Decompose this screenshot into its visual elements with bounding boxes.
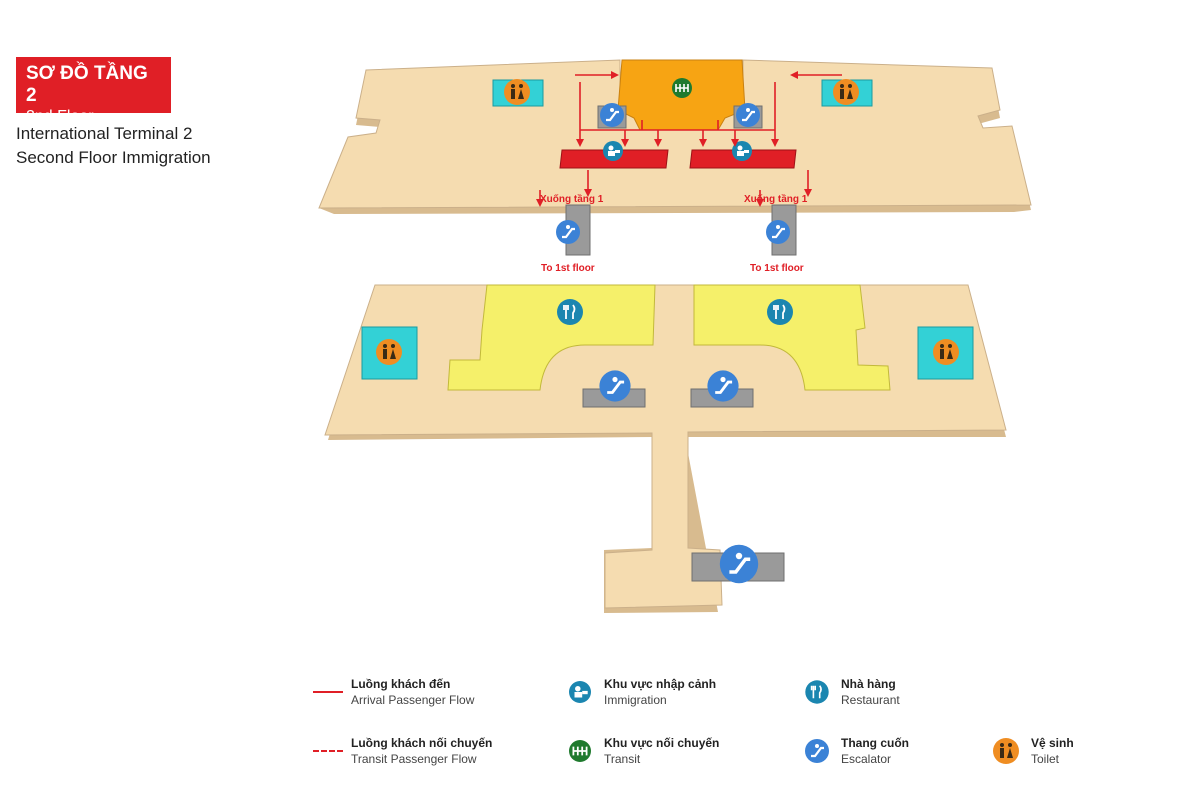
legend-arrival-flow: Luồng khách đến Arrival Passenger Flow	[313, 676, 474, 708]
escalator-icon	[764, 218, 792, 246]
restaurant-right	[693, 284, 891, 391]
restaurant-icon	[766, 298, 794, 326]
connector-escalator-right	[764, 204, 797, 256]
subtitle-line-2: Second Floor Immigration	[16, 148, 211, 167]
to-1st-floor-left-label: To 1st floor	[541, 263, 595, 274]
down-to-floor-1-right-label: Xuống tầng 1	[744, 193, 808, 205]
legend-escalator-vi: Thang cuốn	[841, 736, 909, 750]
transit-icon	[568, 739, 592, 763]
immigration-icon	[603, 141, 623, 161]
legend-escalator-en: Escalator	[841, 752, 892, 766]
legend-transit-vi: Khu vực nối chuyến	[604, 736, 720, 750]
floor-title-box: SƠ ĐỒ TẦNG 2 2nd Floor	[16, 57, 171, 125]
legend-restaurant-en: Restaurant	[841, 693, 900, 707]
legend-arrival-en: Arrival Passenger Flow	[351, 693, 475, 707]
toilet-icon	[504, 79, 530, 105]
restaurant-icon	[556, 298, 584, 326]
legend-transit-flow-en: Transit Passenger Flow	[351, 752, 477, 766]
down-to-floor-1-left-label: Xuống tầng 1	[540, 193, 604, 205]
legend-immigration: Khu vực nhập cảnh Immigration	[568, 676, 716, 708]
connector-escalator-left	[554, 204, 591, 256]
escalator-icon	[598, 101, 626, 129]
legend-restaurant-vi: Nhà hàng	[841, 677, 896, 691]
lower-toilet-right	[917, 326, 974, 380]
legend-toilet-vi: Vệ sinh	[1031, 736, 1074, 750]
immigration-desk-left	[559, 141, 669, 169]
escalator-icon	[554, 218, 582, 246]
to-1st-floor-right-label: To 1st floor	[750, 263, 804, 274]
arrival-flow-line-swatch	[313, 691, 343, 693]
legend-immigration-vi: Khu vực nhập cảnh	[604, 677, 717, 691]
toilet-icon	[993, 738, 1019, 764]
floor-title-english: 2nd Floor	[26, 108, 94, 125]
upper-toilet-left	[492, 79, 544, 107]
toilet-icon	[933, 339, 959, 365]
legend-transit: Khu vực nối chuyến Transit	[568, 735, 719, 767]
legend-restaurant: Nhà hàng Restaurant	[805, 676, 900, 708]
restaurant-left	[447, 284, 656, 391]
terminal-subtitle: International Terminal 2 Second Floor Im…	[16, 122, 211, 170]
escalator-icon	[718, 543, 760, 585]
escalator-icon	[597, 368, 633, 404]
legend-transit-flow: Luồng khách nối chuyến Transit Passenger…	[313, 735, 492, 767]
lower-toilet-left	[361, 326, 418, 380]
lower-escalator-right	[690, 368, 754, 408]
legend-escalator: Thang cuốn Escalator	[805, 735, 909, 767]
immigration-desk-right	[689, 141, 797, 169]
escalator-icon	[805, 739, 829, 763]
legend-arrival-vi: Luồng khách đến	[351, 677, 451, 691]
legend-immigration-en: Immigration	[604, 693, 667, 707]
bottom-escalator	[691, 543, 785, 585]
upper-escalator-left	[597, 101, 627, 129]
lower-floor-area	[324, 284, 1007, 613]
subtitle-line-1: International Terminal 2	[16, 124, 193, 143]
arrival-flow-arrows	[536, 71, 842, 207]
immigration-icon	[569, 681, 591, 703]
toilet-icon	[833, 79, 859, 105]
lower-escalator-left	[582, 368, 646, 408]
upper-escalator-right	[733, 101, 763, 129]
transit-flow-line-swatch	[313, 750, 343, 752]
legend-toilet-en: Toilet	[1031, 752, 1060, 766]
toilet-icon	[376, 339, 402, 365]
escalator-icon	[734, 101, 762, 129]
transit-icon	[671, 77, 693, 99]
legend-transit-en: Transit	[604, 752, 641, 766]
legend-toilet: Vệ sinh Toilet	[993, 735, 1074, 767]
legend-transit-flow-vi: Luồng khách nối chuyến	[351, 736, 493, 750]
floor-title-vietnamese: SƠ ĐỒ TẦNG 2	[26, 63, 148, 106]
upper-toilet-right	[821, 79, 873, 107]
escalator-icon	[705, 368, 741, 404]
restaurant-icon	[805, 680, 829, 704]
